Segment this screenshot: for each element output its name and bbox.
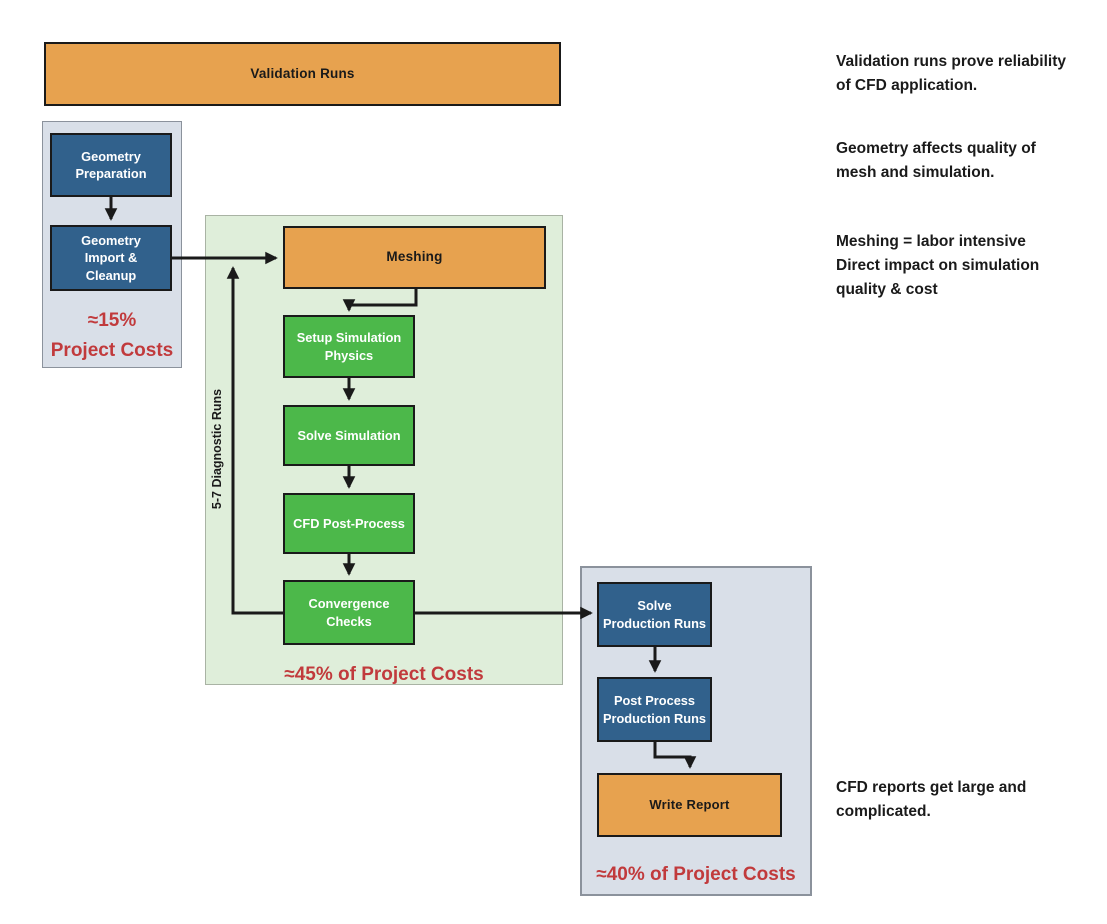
post-process-production-runs-box: Post Process Production Runs [597, 677, 712, 742]
validation-runs-label: Validation Runs [250, 65, 355, 81]
cfd-post-process-label: CFD Post-Process [293, 515, 405, 531]
geometry-import-cleanup-label: Geometry Import & Cleanup [81, 233, 141, 283]
arrow-convergence-feedback-loop [226, 266, 283, 615]
solve-production-runs-box: Solve Production Runs [597, 582, 712, 647]
write-report-box: Write Report [597, 773, 782, 837]
diagnostic-runs-loop-label: 5-7 Diagnostic Runs [210, 388, 224, 510]
geometry-import-cleanup-box: Geometry Import & Cleanup [50, 225, 172, 291]
geometry-preparation-box: Geometry Preparation [50, 133, 172, 197]
convergence-checks-box: Convergence Checks [283, 580, 415, 645]
validation-note: Validation runs prove reliability of CFD… [836, 53, 1066, 94]
geometry-cost-label: ≈15% Project Costs [50, 310, 174, 362]
meshing-label: Meshing [386, 249, 443, 265]
convergence-checks-label: Convergence Checks [308, 596, 390, 629]
setup-simulation-physics-label: Setup Simulation Physics [296, 330, 402, 363]
production-cost-label: ≈40% of Project Costs [596, 864, 796, 885]
validation-runs-box: Validation Runs [44, 42, 561, 106]
solve-simulation-box: Solve Simulation [283, 405, 415, 466]
arrow-postprod-to-report [653, 742, 697, 769]
geometry-note: Geometry affects quality of mesh and sim… [836, 140, 1036, 181]
solve-simulation-label: Solve Simulation [297, 427, 401, 443]
meshing-box: Meshing [283, 226, 546, 289]
solve-production-runs-label: Solve Production Runs [602, 598, 707, 631]
setup-simulation-physics-box: Setup Simulation Physics [283, 315, 415, 378]
arrow-meshing-to-setup [342, 289, 418, 312]
meshing-note: Meshing = labor intensive Direct impact … [836, 233, 1040, 298]
report-note: CFD reports get large and complicated. [836, 779, 1027, 820]
diagnostic-cost-label: ≈45% of Project Costs [284, 664, 484, 685]
cfd-post-process-box: CFD Post-Process [283, 493, 415, 554]
post-process-production-runs-label: Post Process Production Runs [602, 693, 707, 726]
geometry-preparation-label: Geometry Preparation [75, 148, 147, 181]
write-report-label: Write Report [649, 797, 730, 813]
